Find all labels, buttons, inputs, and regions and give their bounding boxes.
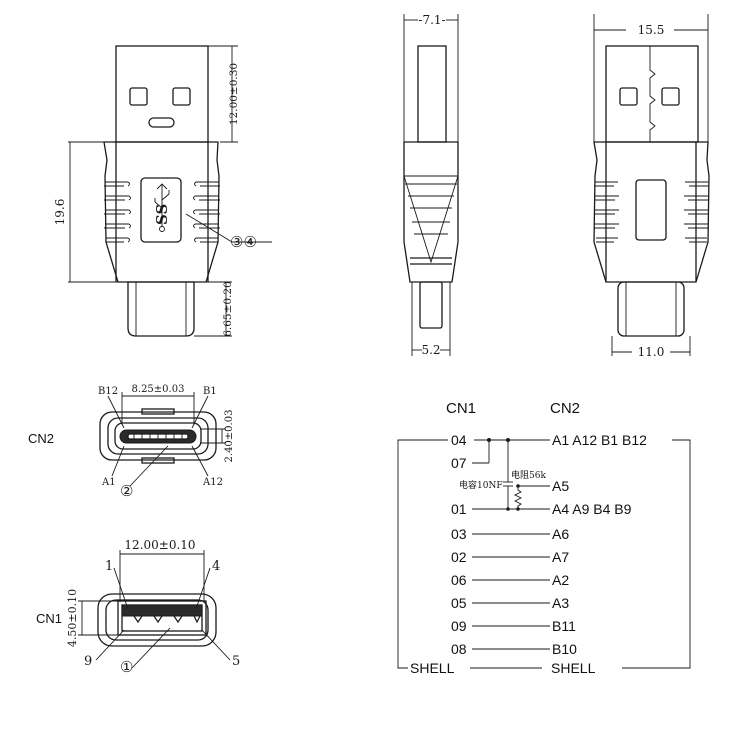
cn2-pin-a1-a12-b1-b12: A1 A12 B1 B12 bbox=[552, 432, 647, 448]
cn2-view-label: CN2 bbox=[28, 431, 54, 446]
dim-typec-length: 6.65±0.20 bbox=[222, 281, 234, 337]
front-view: SS bbox=[68, 45, 272, 337]
dim-body-width: 15.5 bbox=[638, 23, 665, 37]
cn1-pin-08: 08 bbox=[451, 641, 467, 657]
cn1-pin-03: 03 bbox=[451, 526, 467, 542]
cn2-pin-b10: B10 bbox=[552, 641, 577, 657]
usba-end-view bbox=[78, 550, 231, 669]
cn2-header: CN2 bbox=[550, 400, 580, 417]
wiring-lines bbox=[397, 438, 691, 669]
shell-right-label: SHELL bbox=[551, 660, 596, 676]
callout-part-2: ② bbox=[120, 482, 133, 500]
cn1-header: CN1 bbox=[446, 400, 476, 417]
typec-pin-b12: B12 bbox=[98, 386, 118, 397]
dim-usba-opening-height: 4.50±0.10 bbox=[66, 589, 79, 647]
cn1-pin-06: 06 bbox=[451, 572, 467, 588]
dim-typec-width: 11.0 bbox=[638, 345, 665, 359]
usba-pin-4: 4 bbox=[212, 559, 220, 574]
callout-part-1: ① bbox=[120, 658, 133, 676]
side-view bbox=[403, 14, 459, 356]
back-view bbox=[593, 14, 710, 356]
cn1-view-label: CN1 bbox=[36, 611, 62, 626]
cn2-pin-b11: B11 bbox=[552, 618, 576, 634]
capacitor-label: 电容10NF bbox=[459, 479, 503, 491]
cn1-pin-02: 02 bbox=[451, 549, 467, 565]
cn1-pin-09: 09 bbox=[451, 618, 467, 634]
cn1-pin-07: 07 bbox=[451, 455, 467, 471]
resistor-label: 电阻56k bbox=[511, 469, 546, 481]
dim-typec-opening-width: 8.25±0.03 bbox=[132, 384, 185, 395]
dim-head-width: -7.1- bbox=[418, 13, 445, 27]
typec-pin-a12: A12 bbox=[202, 477, 223, 488]
dim-overall-length: 19.6 bbox=[53, 199, 67, 226]
usba-pin-1: 1 bbox=[105, 559, 113, 574]
cn2-pin-a3: A3 bbox=[552, 595, 569, 611]
dim-typec-opening-height: 2.40±0.03 bbox=[224, 410, 235, 463]
cn1-pin-05: 05 bbox=[451, 595, 467, 611]
typec-pin-b1: B1 bbox=[203, 386, 217, 397]
cn1-pin-01: 01 bbox=[451, 501, 467, 517]
cn2-pin-a6: A6 bbox=[552, 526, 569, 542]
cn2-pin-a7: A7 bbox=[552, 549, 569, 565]
cn1-pin-04: 04 bbox=[451, 432, 467, 448]
dim-side-tip-width: 5.2 bbox=[421, 343, 440, 357]
callout-part-3-4: ③④ bbox=[230, 233, 257, 251]
cn2-pin-a4-a9-b4-b9: A4 A9 B4 B9 bbox=[552, 501, 632, 517]
dim-plug-length: 12.00±0.30 bbox=[228, 63, 240, 125]
cn2-pin-a2: A2 bbox=[552, 572, 569, 588]
usba-pin-5: 5 bbox=[232, 654, 240, 669]
shell-left-label: SHELL bbox=[410, 660, 455, 676]
typec-end-view bbox=[99, 392, 226, 487]
svg-text:SS: SS bbox=[153, 204, 171, 225]
dim-usba-opening-width: 12.00±0.10 bbox=[124, 538, 195, 552]
cn2-pin-a5: A5 bbox=[552, 478, 569, 494]
usba-pin-9: 9 bbox=[84, 654, 92, 669]
typec-pin-a1: A1 bbox=[101, 477, 116, 488]
